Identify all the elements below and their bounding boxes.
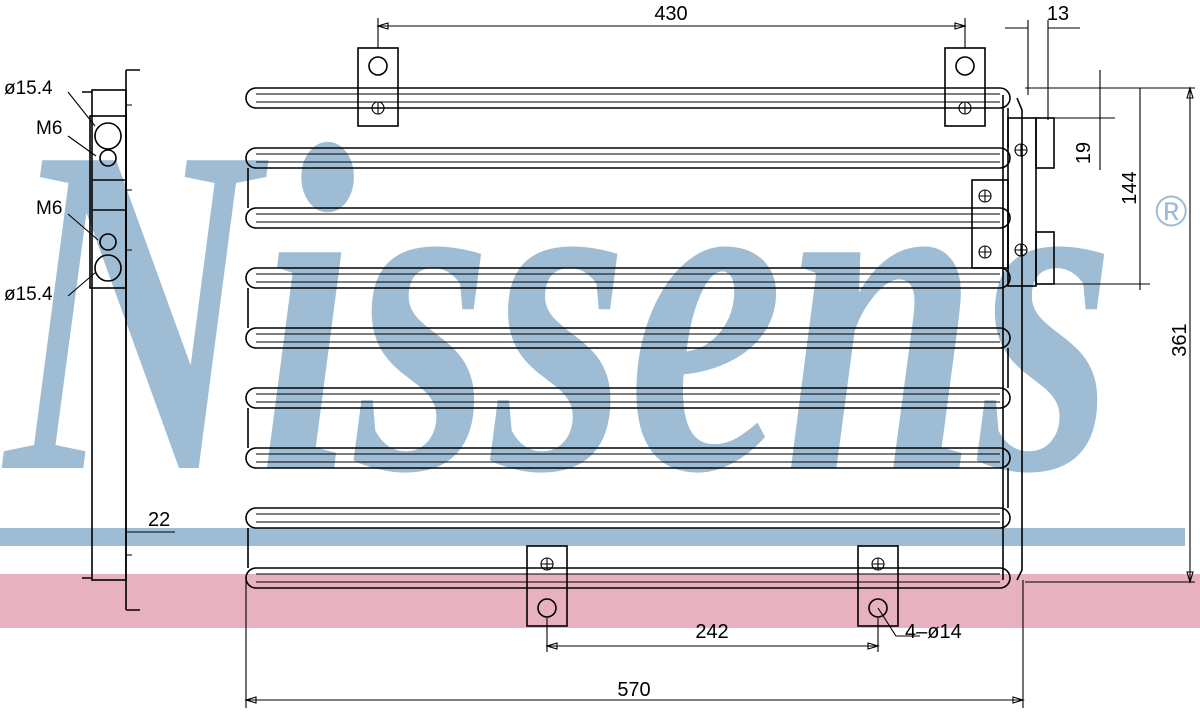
- dim-height: 361: [1169, 323, 1191, 356]
- mount-hole-icon: [955, 56, 975, 76]
- header-bolt-bottom: [1014, 243, 1028, 257]
- dim-port-spacing: 144: [1119, 171, 1141, 204]
- dim-bracket-offset: 19: [1073, 142, 1095, 164]
- label-port-bottom-dia: ø15.4: [4, 284, 53, 305]
- tube-row: [245, 87, 1011, 109]
- tube-row: [245, 387, 1011, 409]
- brand-wordmark: Nissens: [0, 49, 1115, 570]
- dim-top-width: 430: [654, 3, 687, 25]
- tube-row: [245, 507, 1011, 529]
- label-thread-top: M6: [36, 118, 62, 139]
- tube-inner: [256, 513, 1000, 523]
- tube-inner: [256, 153, 1000, 163]
- dim-overall-width: 570: [617, 679, 650, 701]
- tube-row: [245, 567, 1011, 589]
- tube-row: [245, 147, 1011, 169]
- pink-band: [0, 574, 1200, 628]
- mount-hole-icon: [368, 56, 388, 76]
- dim-top-right: 13: [1047, 3, 1069, 25]
- dim-hole-spec: 4–ø14: [905, 621, 962, 643]
- tube-inner: [256, 273, 1000, 283]
- bracket-bolt-top: [978, 189, 992, 203]
- registered-mark: ®: [1155, 187, 1187, 236]
- mount-hole-icon: [537, 598, 557, 618]
- tube-row: [245, 447, 1011, 469]
- mount-hole-icon: [868, 598, 888, 618]
- tube-row: [245, 207, 1011, 229]
- tube-inner: [256, 213, 1000, 223]
- tube-row: [245, 267, 1011, 289]
- label-port-top-dia: ø15.4: [4, 78, 53, 99]
- tube-inner: [256, 333, 1000, 343]
- dimension-lines: [244, 18, 1195, 708]
- tube-row: [245, 327, 1011, 349]
- dim-bottom-spacing: 242: [695, 621, 728, 643]
- blue-band: [0, 528, 1185, 546]
- dim-depth: 22: [148, 509, 170, 531]
- watermark: Nissens ®: [0, 49, 1200, 628]
- label-thread-bottom: M6: [36, 198, 62, 219]
- port-bottom-icon: [94, 254, 122, 282]
- header-bolt-top: [1014, 143, 1028, 157]
- condenser-core: [245, 87, 1011, 589]
- dimension-labels: 430 13 19 144 361 242 570 22 4–ø14 ø15.4…: [4, 3, 1191, 701]
- side-view: [67, 69, 175, 611]
- tube-inner: [256, 573, 1000, 583]
- tube-inner: [256, 453, 1000, 463]
- port-top-icon: [94, 122, 122, 150]
- tube-inner: [256, 393, 1000, 403]
- bracket-bolt-bottom: [978, 245, 992, 259]
- right-header: [971, 95, 1055, 581]
